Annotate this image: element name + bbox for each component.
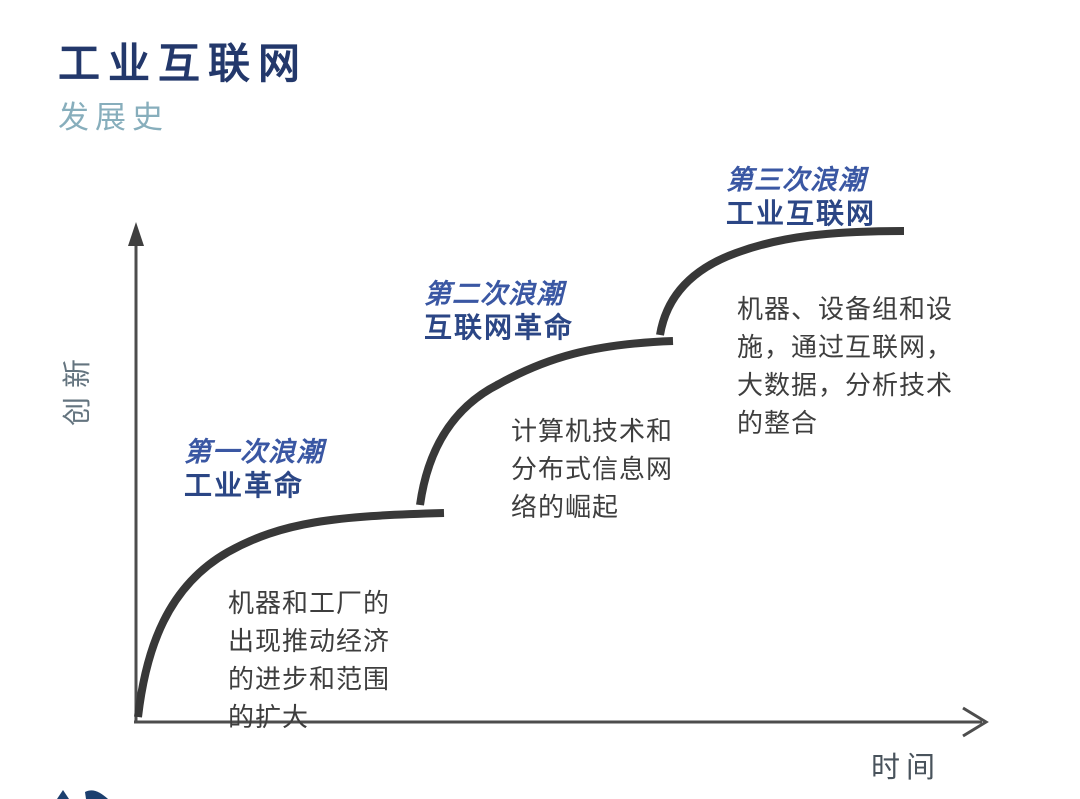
wave-1-description-line: 的进步和范围 — [228, 664, 391, 694]
wave-3-label-group: 第三次浪潮 工业互联网 — [726, 164, 876, 230]
wave-1-description-line: 的扩大 — [228, 702, 310, 732]
wave-2-description: 计算机技术和 分布式信息网 络的崛起 — [511, 412, 673, 526]
wave-1-title: 第一次浪潮 — [184, 437, 324, 467]
wave-3-description-line: 的整合 — [737, 408, 819, 438]
wave-1-description-line: 机器和工厂的 — [228, 588, 391, 618]
wave-1-description: 机器和工厂的 出现推动经济 的进步和范围 的扩大 — [228, 584, 390, 736]
wave-1-label-group: 第一次浪潮 工业革命 — [184, 436, 324, 502]
page-subtitle: 发展史 — [58, 100, 169, 135]
wave-2-description-line: 络的崛起 — [511, 492, 620, 522]
bottom-logo-fragment-icon — [57, 790, 69, 799]
wave-3-description-line: 机器、设备组和设 — [737, 294, 954, 324]
y-axis-arrowhead-icon — [128, 222, 144, 246]
y-axis-label: 创新 — [62, 350, 94, 427]
wave-2-title: 第二次浪潮 — [424, 279, 564, 309]
wave-2-description-line: 分布式信息网 — [511, 454, 674, 484]
wave-3-name: 工业互联网 — [726, 198, 877, 229]
wave-2-curve — [416, 337, 674, 506]
bottom-logo-fragment-icon — [85, 790, 108, 799]
wave-1-description-line: 出现推动经济 — [228, 626, 391, 656]
wave-2-name: 互联网革命 — [424, 312, 575, 343]
wave-3-description-line: 大数据，分析技术 — [737, 370, 954, 400]
wave-3-curve — [656, 227, 905, 336]
wave-1-curve — [134, 509, 445, 718]
x-axis-arrowhead-icon — [962, 706, 989, 738]
wave-3-description-line: 施，通过互联网， — [737, 332, 954, 362]
wave-1-name: 工业革命 — [184, 470, 305, 501]
page-title: 工业互联网 — [58, 40, 309, 87]
wave-3-title: 第三次浪潮 — [726, 165, 866, 195]
x-axis-label: 时间 — [871, 752, 942, 784]
wave-3-description: 机器、设备组和设 施，通过互联网， 大数据，分析技术 的整合 — [737, 290, 953, 442]
wave-2-description-line: 计算机技术和 — [511, 416, 674, 446]
wave-2-label-group: 第二次浪潮 互联网革命 — [424, 278, 574, 344]
